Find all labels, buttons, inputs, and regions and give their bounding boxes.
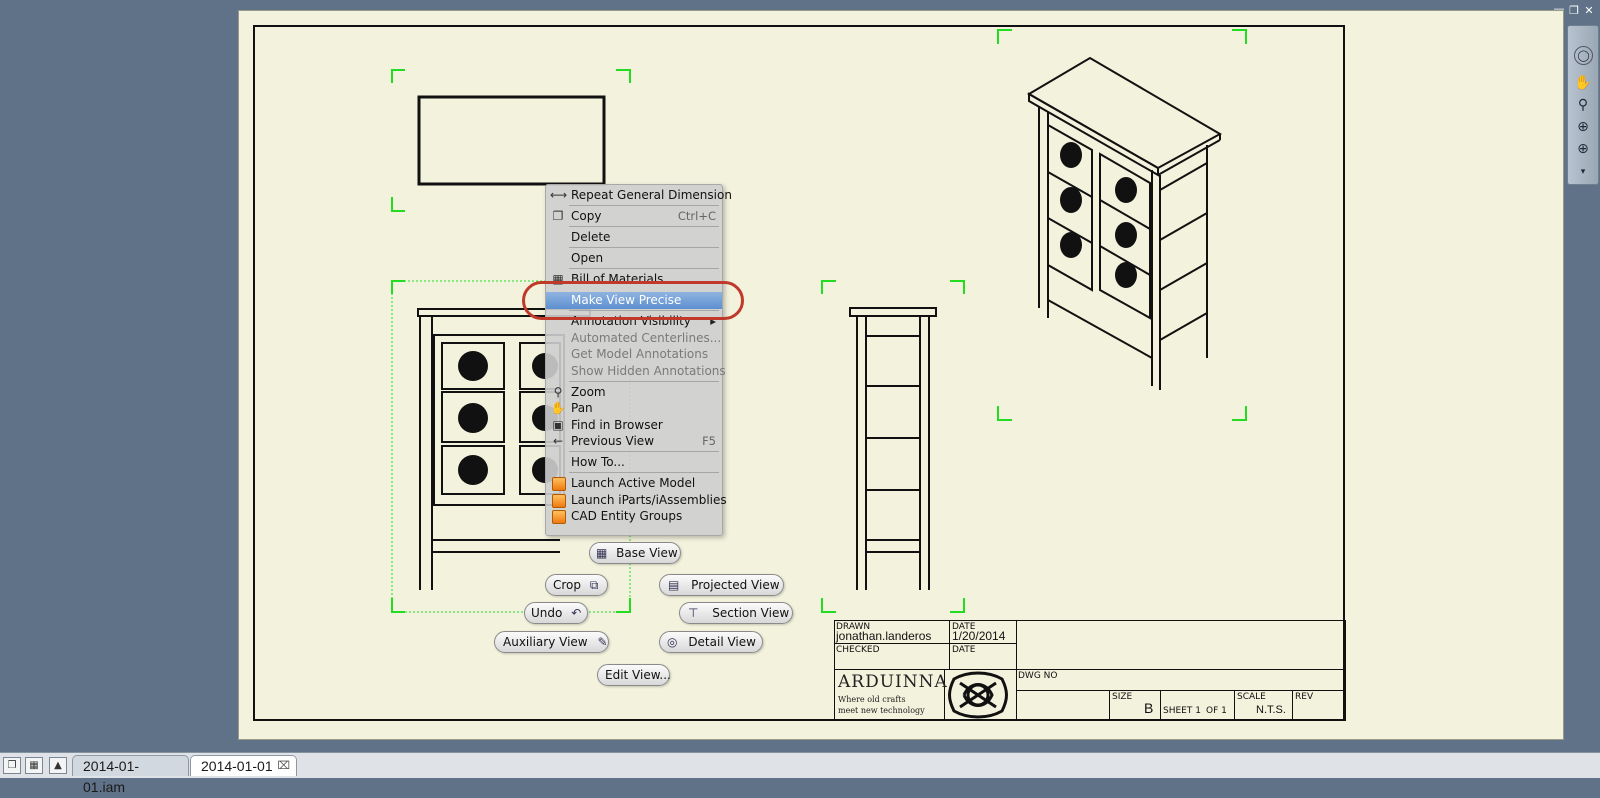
company-tagline-2: meet new technology xyxy=(838,706,925,715)
base-view-button[interactable]: ▦ Base View xyxy=(589,542,681,564)
pan-icon: ✋ xyxy=(550,401,566,415)
base-view-icon: ▦ xyxy=(596,546,608,560)
section-view-icon: ⊤ xyxy=(688,606,699,620)
date2-label: DATE xyxy=(952,645,976,655)
launch-icon xyxy=(552,510,566,524)
crop-button[interactable]: Crop ⧉ xyxy=(545,574,608,596)
menu-item-zoom[interactable]: ⚲ Zoom xyxy=(546,384,722,401)
minimize-icon[interactable]: — xyxy=(1553,2,1565,15)
title-block: DRAWN jonathan.landeros DATE 1/20/2014 C… xyxy=(834,620,1346,721)
menu-item-cad-entity-groups[interactable]: CAD Entity Groups xyxy=(546,508,722,525)
edit-view-button[interactable]: Edit View... xyxy=(597,664,671,686)
launch-icon xyxy=(552,477,566,491)
auxiliary-view-icon: ✎ xyxy=(597,635,608,649)
scale-label: SCALE xyxy=(1237,692,1266,702)
scale-value: N.T.S. xyxy=(1256,704,1286,716)
date-value: 1/20/2014 xyxy=(952,629,1006,643)
drawn-label: DRAWN xyxy=(836,622,871,632)
menu-item-repeat-general-dimension[interactable]: ⟷ Repeat General Dimension xyxy=(550,188,732,202)
sheet-value: SHEET 1 xyxy=(1163,706,1201,716)
menu-item-show-hidden-annotations: Show Hidden Annotations xyxy=(571,364,726,378)
navigation-bar: ◯ ✋ ⚲ ⊕ ⊕ ▾ xyxy=(1567,25,1599,185)
document-tab-bar: ❐ ▦ ▲ 2014-01-01.iam 2014-01-01 ⌧ xyxy=(0,752,1600,795)
restore-icon[interactable]: ❐ xyxy=(1569,4,1579,17)
menu-item-launch-iparts[interactable]: Launch iParts/iAssemblies xyxy=(546,492,727,509)
celtic-knot-logo xyxy=(948,671,1008,719)
tab-menu-icon[interactable]: ▲ xyxy=(49,757,67,774)
section-view-button[interactable]: ⊤ Section View xyxy=(679,602,793,624)
menu-item-how-to[interactable]: How To... xyxy=(571,455,625,469)
bom-icon: ▦ xyxy=(552,272,564,286)
detail-view-icon: ◎ xyxy=(667,635,678,649)
menu-item-delete[interactable]: Delete xyxy=(571,230,611,244)
previous-view-icon: ← xyxy=(552,434,564,448)
checked-label: CHECKED xyxy=(836,645,880,655)
copy-icon: ❐ xyxy=(552,209,564,223)
size-value: B xyxy=(1144,700,1154,716)
tab-2014-01-01[interactable]: 2014-01-01 ⌧ xyxy=(190,755,297,776)
pan-icon[interactable]: ✋ xyxy=(1574,75,1592,91)
dimension-icon: ⟷ xyxy=(550,188,568,202)
zoom-window-icon[interactable]: ⊕ xyxy=(1577,119,1589,135)
drawn-by-value: jonathan.landeros xyxy=(836,629,932,643)
zoom-icon[interactable]: ⚲ xyxy=(1577,97,1589,113)
close-tab-icon[interactable]: ⌧ xyxy=(277,760,290,772)
find-icon: ▣ xyxy=(552,418,564,432)
menu-item-make-view-precise[interactable]: Make View Precise xyxy=(546,292,722,309)
menu-item-find-in-browser[interactable]: ▣ Find in Browser xyxy=(546,417,722,434)
zoom-all-icon[interactable]: ⊕ xyxy=(1577,141,1589,157)
company-tagline-1: Where old crafts xyxy=(838,695,906,704)
dwg-no-label: DWG NO xyxy=(1018,671,1058,681)
highlight-ring xyxy=(522,281,744,320)
launch-icon xyxy=(552,494,566,508)
isometric-view[interactable] xyxy=(997,29,1247,421)
menu-item-open[interactable]: Open xyxy=(571,251,604,265)
size-label: SIZE xyxy=(1112,692,1133,702)
menu-item-launch-active-model[interactable]: Launch Active Model xyxy=(546,475,722,492)
menu-item-get-model-annotations: Get Model Annotations xyxy=(571,347,709,361)
top-view[interactable] xyxy=(391,69,631,212)
steering-wheel-icon[interactable]: ◯ xyxy=(1574,46,1593,65)
crop-icon: ⧉ xyxy=(589,578,599,592)
drawing-graphics xyxy=(391,29,1247,613)
menu-item-copy[interactable]: ❐ Copy Ctrl+C xyxy=(546,208,722,225)
projected-view-button[interactable]: ▤ Projected View xyxy=(659,574,784,596)
side-view[interactable] xyxy=(821,280,965,613)
rev-label: REV xyxy=(1295,692,1314,702)
undo-button[interactable]: Undo ↶ xyxy=(524,602,588,624)
projected-view-icon: ▤ xyxy=(668,578,680,592)
menu-item-previous-view[interactable]: ← Previous View F5 xyxy=(546,433,722,450)
undo-icon: ↶ xyxy=(571,606,582,620)
sheet-border xyxy=(253,25,1345,721)
context-menu: ⟷ Repeat General Dimension ❐ Copy Ctrl+C… xyxy=(545,184,732,536)
detail-view-button[interactable]: ◎ Detail View xyxy=(659,631,763,653)
menu-item-pan[interactable]: ✋ Pan xyxy=(550,401,593,415)
tab-2014-01-01-iam[interactable]: 2014-01-01.iam xyxy=(72,755,189,795)
cascade-windows-icon[interactable]: ❐ xyxy=(3,757,21,774)
tile-windows-icon[interactable]: ▦ xyxy=(25,757,43,774)
sheet-of-value: OF 1 xyxy=(1206,706,1227,716)
customize-icon[interactable]: ▾ xyxy=(1580,167,1586,177)
company-name: ARDUINNA xyxy=(838,672,948,692)
auxiliary-view-button[interactable]: Auxiliary View ✎ xyxy=(494,631,609,653)
close-icon[interactable]: ✕ xyxy=(1584,4,1594,17)
menu-item-automated-centerlines: Automated Centerlines... xyxy=(571,331,722,345)
submenu-arrow-icon: ▸ xyxy=(710,314,716,328)
zoom-icon: ⚲ xyxy=(553,385,563,399)
date-label: DATE xyxy=(952,622,976,632)
